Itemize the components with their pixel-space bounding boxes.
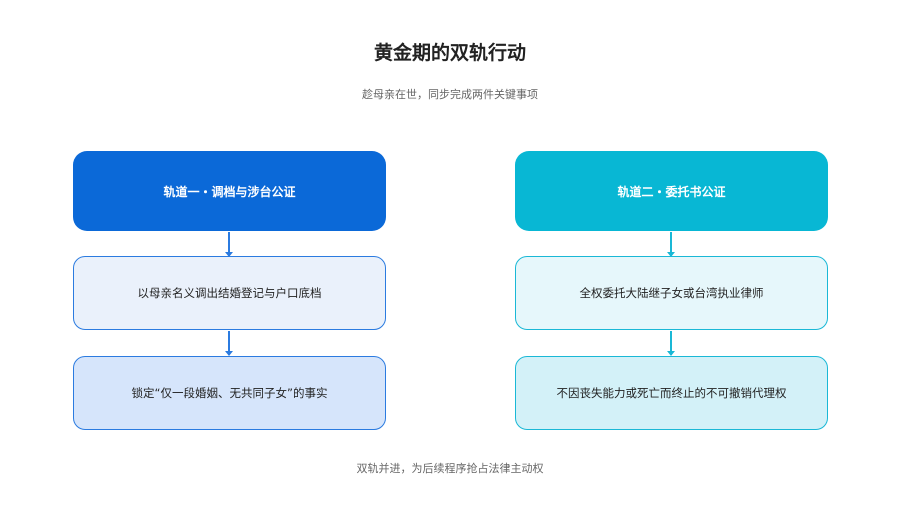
track-one: 轨道一・调档与涉台公证 以母亲名义调出结婚登记与户口底档 锁定“仅一段婚姻、无共…	[73, 0, 386, 515]
track-two-header: 轨道二・委托书公证	[515, 151, 828, 231]
track-one-step-2: 锁定“仅一段婚姻、无共同子女”的事实	[73, 356, 386, 430]
track-two-step-2: 不因丧失能力或死亡而终止的不可撤销代理权	[515, 356, 828, 430]
page-footer-note: 双轨并进，为后续程序抢占法律主动权	[356, 462, 544, 475]
connector-arrow	[225, 232, 233, 257]
track-two-step-1: 全权委托大陆继子女或台湾执业律师	[515, 256, 828, 330]
connector-arrow	[667, 232, 675, 257]
track-two: 轨道二・委托书公证 全权委托大陆继子女或台湾执业律师 不因丧失能力或死亡而终止的…	[515, 0, 828, 515]
track-one-step-1: 以母亲名义调出结婚登记与户口底档	[73, 256, 386, 330]
track-one-header: 轨道一・调档与涉台公证	[73, 151, 386, 231]
page-title: 黄金期的双轨行动	[373, 42, 526, 64]
connector-arrow	[225, 331, 233, 356]
connector-arrow	[667, 331, 675, 356]
page-subtitle: 趁母亲在世，同步完成两件关键事项	[362, 88, 538, 101]
